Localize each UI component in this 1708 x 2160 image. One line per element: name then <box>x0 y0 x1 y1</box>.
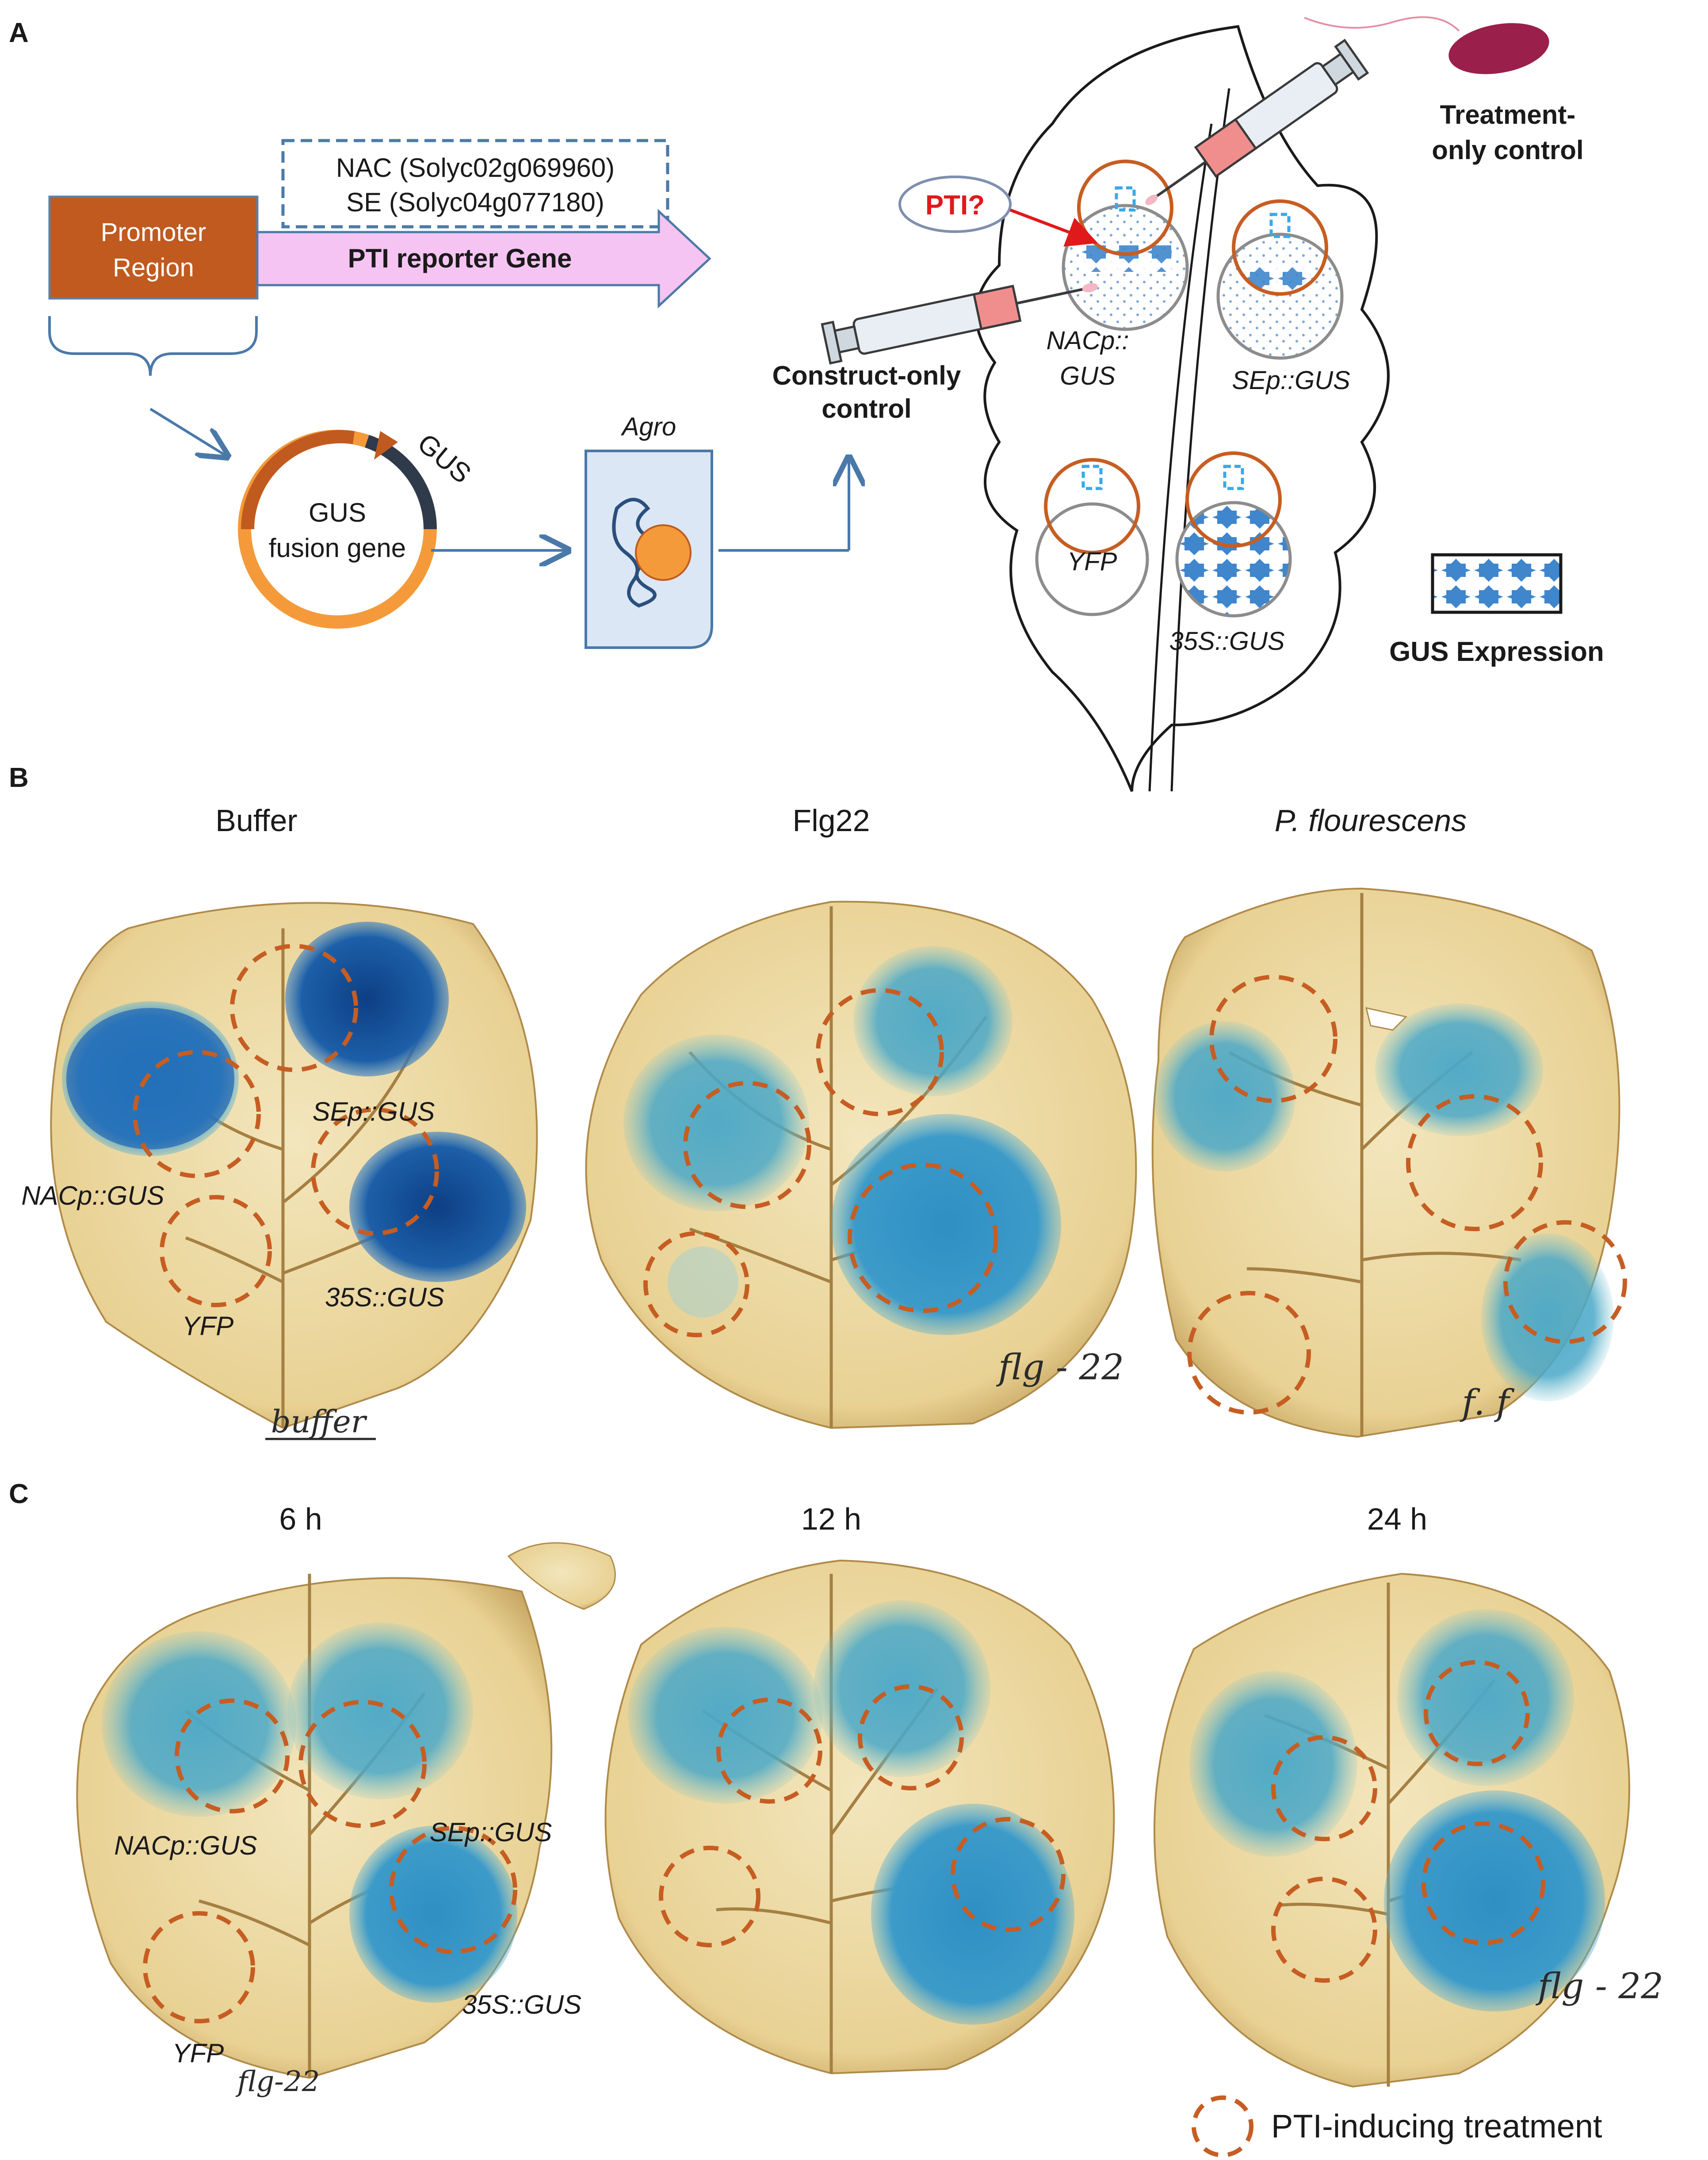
panel-b-column-2: Flg22 <box>792 803 870 838</box>
syringe-construct-icon <box>821 283 1098 365</box>
leaf-midrib-2 <box>1170 88 1230 792</box>
legend-pti-treatment: PTI-inducing treatment <box>1271 2108 1602 2145</box>
pti-query-balloon <box>898 176 1012 233</box>
panel-b-pti-rings <box>133 944 1627 1415</box>
promoter-label-1: Promoter <box>101 218 206 247</box>
panel-label-b: B <box>9 763 29 793</box>
syringe-treatment-icon <box>1145 38 1369 205</box>
b-label-nac: NACp::GUS <box>21 1181 164 1210</box>
plasmid <box>238 430 437 629</box>
b-handwriting-2: flg - 22 <box>996 1347 1124 1388</box>
treatment-control-line-2: only control <box>1432 135 1583 165</box>
leaf-spot-se <box>1216 199 1344 360</box>
reporter-gene-label: PTI reporter Gene <box>348 244 572 273</box>
b-handwriting-1: buffer <box>271 1404 367 1440</box>
leaf-midrib <box>1148 123 1213 792</box>
panel-label-c: C <box>9 1479 29 1509</box>
c-handwriting-1: flg-22 <box>236 2065 320 2098</box>
leaf-c-6h <box>76 1542 616 2079</box>
promoter-label-2: Region <box>113 253 194 282</box>
c-handwriting-2: flg - 22 <box>1536 1965 1663 2007</box>
leaf-b-buffer <box>50 902 538 1429</box>
leaf-spot-nac-label-1: NACp:: <box>1047 326 1129 355</box>
c-label-nac: NACp::GUS <box>114 1831 257 1860</box>
leaf-b-pf <box>1151 887 1620 1438</box>
gus-expression-label: GUS Expression <box>1389 637 1604 667</box>
leaf-c-12h <box>604 1559 1115 2075</box>
bacterium-flagellum <box>1304 16 1460 32</box>
gene-id-box <box>281 139 669 229</box>
plasmid-center-line-1: GUS <box>309 498 366 527</box>
pti-query-arrow <box>1009 208 1098 247</box>
leaf-spot-yfp <box>1035 458 1149 616</box>
panel-c-column-2: 12 h <box>801 1502 861 1536</box>
construct-control-line-2: control <box>822 394 911 424</box>
gene-id-se: SE (Solyc04g077180) <box>346 187 604 217</box>
leaf-spot-yfp-label: YFP <box>1067 547 1117 576</box>
b-label-se: SEp::GUS <box>313 1097 435 1126</box>
panel-b-column-1: Buffer <box>215 803 298 838</box>
promoter-brace <box>48 316 258 376</box>
bacterium-icon <box>1448 23 1549 74</box>
agro-dna <box>612 498 662 608</box>
promoter-region-box <box>48 195 259 300</box>
c-label-yfp: YFP <box>172 2038 224 2068</box>
leaf-spot-35s <box>1175 451 1292 618</box>
panel-c-column-1: 6 h <box>279 1502 322 1536</box>
leaf-spot-nac-label-2: GUS <box>1060 362 1116 390</box>
schematic-leaf <box>974 25 1390 792</box>
treatment-control-line-1: Treatment- <box>1440 100 1576 130</box>
pti-query-label: PTI? <box>925 190 985 221</box>
reporter-gene-arrow <box>256 209 711 309</box>
b-label-yfp: YFP <box>182 1311 234 1341</box>
brace-to-plasmid-arrow <box>149 408 225 455</box>
gus-expression-swatch <box>1431 553 1563 614</box>
gene-id-nac: NAC (Solyc02g069960) <box>336 153 615 183</box>
b-handwriting-3: f. f <box>1460 1382 1515 1423</box>
panel-c-column-3: 24 h <box>1367 1502 1427 1536</box>
panel-label-a: A <box>9 18 29 48</box>
panel-c-pti-rings <box>143 1660 1545 2023</box>
agro-plasmid-dot <box>635 524 692 581</box>
c-label-35s: 35S::GUS <box>462 1990 581 2019</box>
panel-b-column-3: P. flourescens <box>1275 803 1467 838</box>
b-label-35s: 35S::GUS <box>325 1282 444 1312</box>
leaf-b-flg22 <box>585 901 1137 1429</box>
c-label-se: SEp::GUS <box>430 1817 552 1847</box>
construct-control-line-1: Construct-only <box>772 361 961 390</box>
leaf-c-24h <box>1153 1572 1630 2088</box>
leaf-spot-se-label: SEp::GUS <box>1232 366 1350 395</box>
legend-dashed-ring-icon <box>1192 2095 1253 2157</box>
plasmid-center-line-2: fusion gene <box>269 533 406 563</box>
agro-label: Agro <box>621 412 676 441</box>
leaf-spot-35s-label: 35S::GUS <box>1169 627 1284 656</box>
